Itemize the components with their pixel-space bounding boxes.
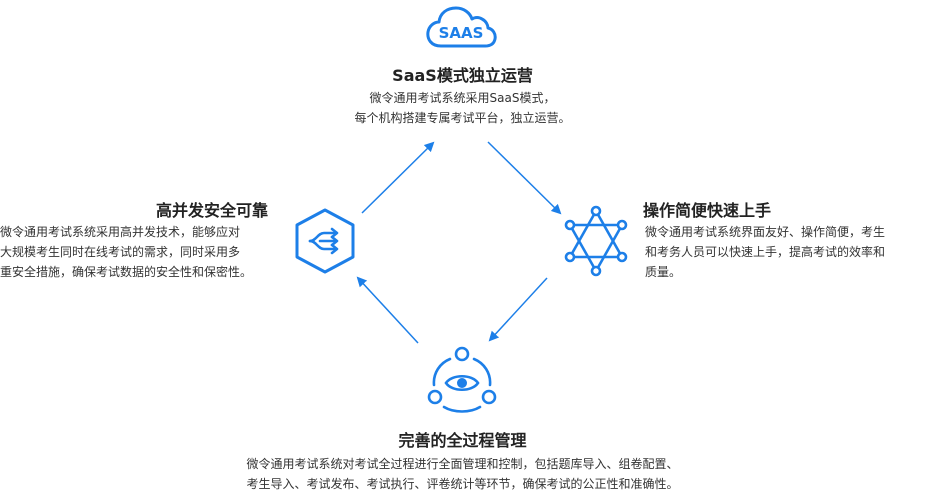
arrow-bottom-to-left (356, 276, 419, 344)
left-desc-line-3: 重安全措施，确保考试数据的安全性和保密性。 (0, 265, 253, 279)
right-title: 操作简便快速上手 (643, 201, 772, 220)
right-desc: 微令通用考试系统界面友好、操作简便，考生 和考务人员可以快速上手，提高考试的效率… (645, 222, 885, 282)
bottom-desc-line-2: 考生导入、考试发布、考试执行、评卷统计等环节，确保考试的公正性和准确性。 (246, 477, 679, 491)
arrow-right-to-bottom (488, 277, 548, 342)
bottom-desc: 微令通用考试系统对考试全过程进行全面管理和控制，包括题库导入、组卷配置、 考生导… (0, 454, 925, 492)
right-desc-line-2: 和考务人员可以快速上手，提高考试的效率和 (645, 245, 886, 259)
left-desc: 微令通用考试系统采用高并发技术，能够应对 大规模考生同时在线考试的需求，同时采用… (0, 222, 252, 282)
hexagram-network-icon (564, 205, 628, 277)
bottom-desc-line-1: 微令通用考试系统对考试全过程进行全面管理和控制，包括题库导入、组卷配置、 (246, 457, 679, 471)
left-title: 高并发安全可靠 (156, 201, 269, 220)
eye-users-icon (427, 346, 497, 413)
saas-icon-text: SAAS (439, 24, 484, 42)
right-desc-line-3: 质量。 (645, 265, 682, 279)
top-desc-line-2: 每个机构搭建专属考试平台，独立运营。 (354, 111, 571, 125)
top-desc: 微令通用考试系统采用SaaS模式， 每个机构搭建专属考试平台，独立运营。 (0, 88, 925, 128)
saas-cloud-icon: SAAS (426, 6, 497, 48)
arrow-left-to-top (361, 141, 435, 214)
right-desc-line-1: 微令通用考试系统界面友好、操作简便，考生 (645, 225, 886, 239)
left-desc-line-2: 大规模考生同时在线考试的需求，同时采用多 (0, 245, 241, 259)
hexagon-arrows-icon (295, 208, 355, 274)
arrow-top-to-right (487, 141, 562, 215)
bottom-title: 完善的全过程管理 (398, 431, 527, 450)
top-title: SaaS模式独立运营 (392, 66, 533, 85)
left-desc-line-1: 微令通用考试系统采用高并发技术，能够应对 (0, 225, 241, 239)
top-desc-line-1: 微令通用考试系统采用SaaS模式， (369, 91, 556, 105)
